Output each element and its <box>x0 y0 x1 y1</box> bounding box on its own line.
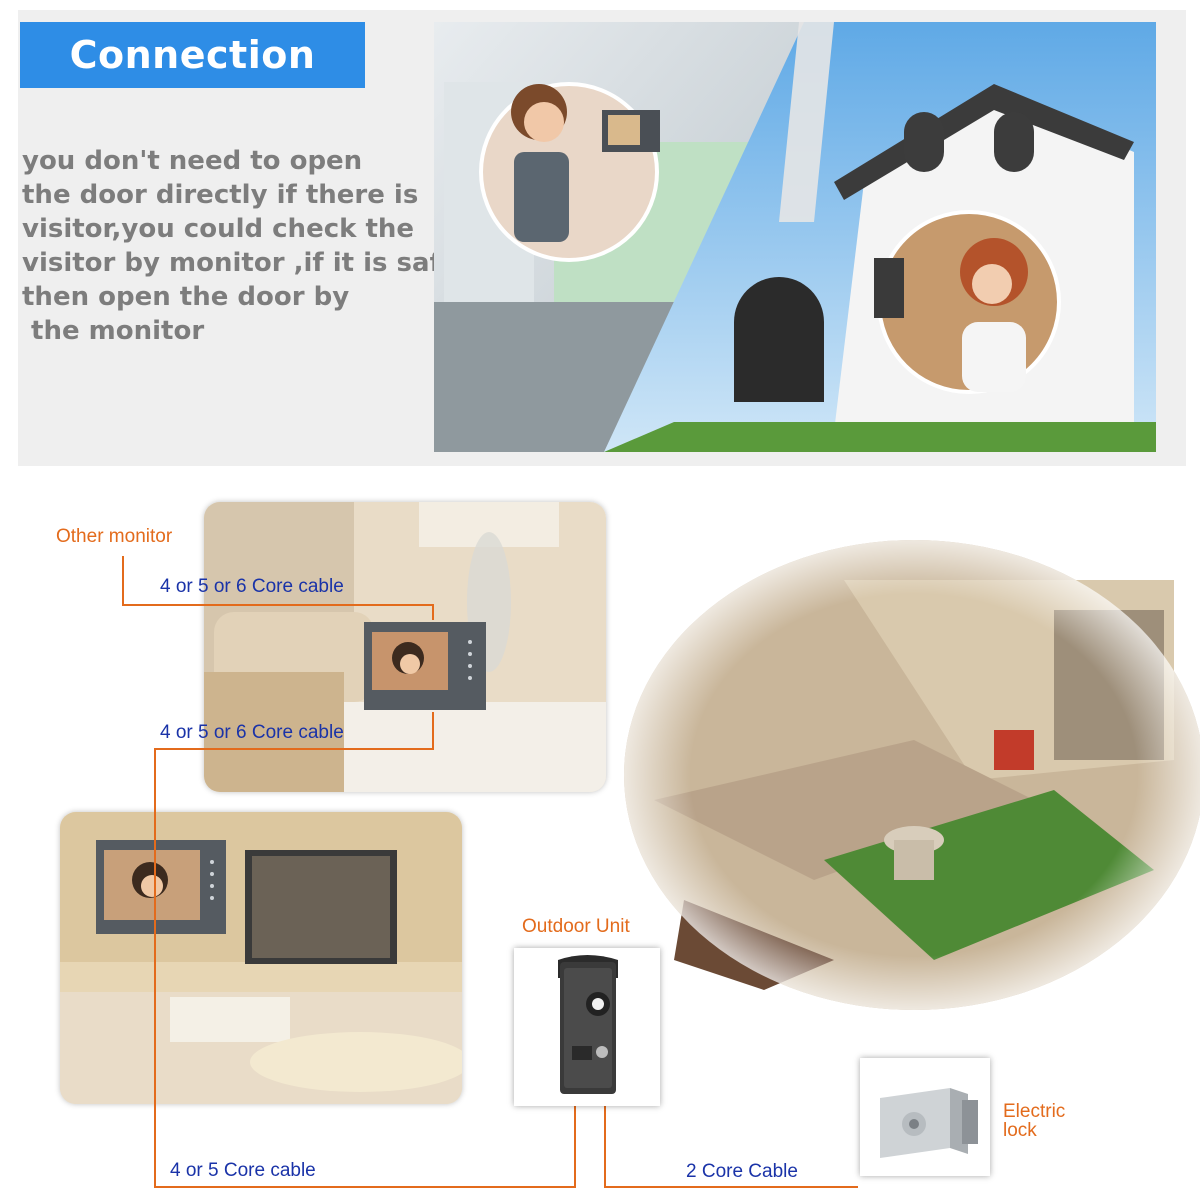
living-room-illustration <box>60 812 462 1104</box>
label-cable-middle: 4 or 5 or 6 Core cable <box>160 722 344 743</box>
garden-house-photo <box>614 540 1200 1010</box>
garden-illustration <box>624 540 1200 1010</box>
intro-line: you don't need to open <box>22 146 363 176</box>
bedroom-photo <box>204 502 606 792</box>
intro-line: the monitor <box>22 316 205 346</box>
wire-bottom-horizontal <box>154 1186 576 1188</box>
label-electric-lock-line2: lock <box>1003 1120 1037 1141</box>
label-cable-bottom-right: 2 Core Cable <box>686 1161 798 1182</box>
intro-text: you don't need to open the door directly… <box>22 144 434 364</box>
wire-lock-horizontal <box>604 1186 858 1188</box>
bedroom-illustration <box>204 502 606 792</box>
wire-bedroom-down <box>432 604 434 620</box>
intro-line: visitor,you could check the <box>22 214 415 244</box>
electric-lock-icon <box>880 1088 978 1158</box>
wire-middle-horizontal <box>154 748 434 750</box>
label-cable-bottom-left: 4 or 5 Core cable <box>170 1160 316 1181</box>
connection-banner: Connection <box>20 22 365 88</box>
intro-line: then open the door by <box>22 282 350 312</box>
label-other-monitor: Other monitor <box>56 526 173 547</box>
wire-other-monitor-horizontal <box>122 604 434 606</box>
house-scene-photo <box>434 22 1156 452</box>
electric-lock <box>860 1058 990 1176</box>
living-room-photo <box>60 812 462 1104</box>
outdoor-unit-camera-icon <box>558 955 618 1094</box>
outdoor-unit <box>514 948 660 1106</box>
label-cable-top: 4 or 5 or 6 Core cable <box>160 576 344 597</box>
house-scene-illustration <box>434 22 1156 452</box>
intro-line: the door directly if there is <box>22 180 419 210</box>
label-outdoor-unit: Outdoor Unit <box>522 916 630 937</box>
wire-outdoor-left-vertical <box>574 1106 576 1188</box>
wire-left-vertical <box>154 748 156 1188</box>
wire-other-monitor-vertical <box>122 556 124 606</box>
label-electric-lock-line1: Electric <box>1003 1101 1066 1122</box>
wire-outdoor-right-vertical <box>604 1106 606 1188</box>
intro-line: visitor by monitor ,if it is safe <box>22 248 434 278</box>
wire-middle-right-vertical <box>432 712 434 750</box>
